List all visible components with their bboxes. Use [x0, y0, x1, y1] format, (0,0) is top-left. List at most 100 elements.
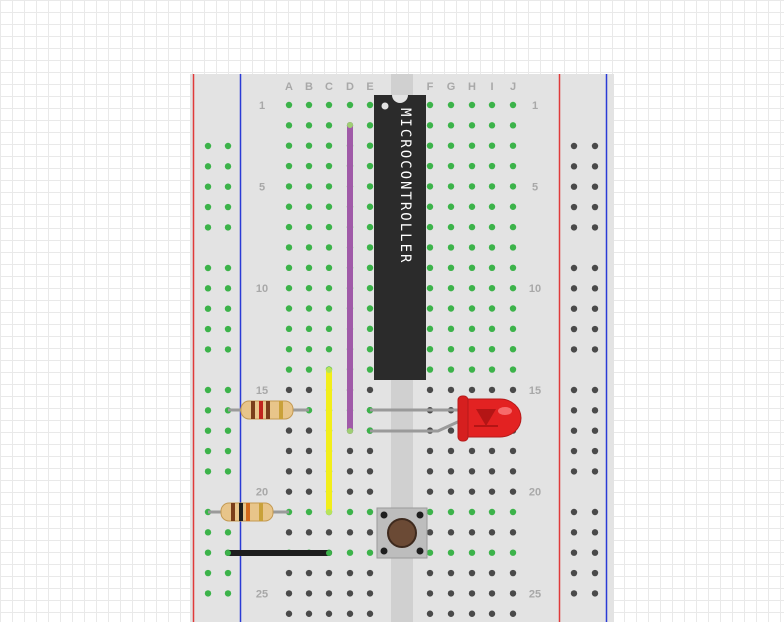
hole-left-7-0[interactable]	[285, 223, 293, 231]
resistor-2[interactable]	[208, 502, 289, 522]
rail-hole-0-4-3[interactable]	[591, 224, 599, 231]
hole-right-14-1[interactable]	[447, 366, 455, 373]
rail-hole-2-4-1[interactable]	[224, 468, 232, 475]
rail-hole-2-3-0[interactable]	[204, 447, 212, 455]
hole-right-17-1[interactable]	[447, 427, 455, 434]
hole-right-2-1[interactable]	[447, 122, 455, 129]
hole-left-17-1[interactable]	[305, 427, 313, 434]
hole-left-11-2[interactable]	[325, 305, 333, 312]
hole-left-6-4[interactable]	[366, 203, 374, 210]
hole-left-10-2[interactable]	[325, 284, 333, 292]
hole-left-21-1[interactable]	[305, 508, 313, 516]
hole-right-7-4[interactable]	[509, 223, 517, 231]
hole-right-20-2[interactable]	[468, 488, 476, 495]
hole-right-23-4[interactable]	[509, 549, 517, 556]
hole-right-24-2[interactable]	[468, 569, 476, 577]
hole-right-19-0[interactable]	[426, 468, 434, 475]
hole-right-2-0[interactable]	[426, 122, 434, 129]
hole-left-2-2[interactable]	[325, 122, 333, 129]
hole-left-26-3[interactable]	[346, 610, 354, 617]
hole-left-14-4[interactable]	[366, 366, 374, 373]
hole-left-15-4[interactable]	[366, 386, 374, 394]
hole-right-1-3[interactable]	[488, 101, 496, 109]
rail-hole-0-0-0[interactable]	[204, 142, 212, 150]
rail-hole-1-2-3[interactable]	[591, 305, 599, 312]
rail-hole-0-1-1[interactable]	[224, 163, 232, 170]
hole-left-18-0[interactable]	[285, 447, 293, 455]
hole-left-7-2[interactable]	[325, 223, 333, 231]
hole-right-18-2[interactable]	[468, 447, 476, 455]
rail-hole-1-2-0[interactable]	[204, 305, 212, 312]
rail-hole-0-3-2[interactable]	[570, 203, 578, 211]
hole-right-10-4[interactable]	[509, 284, 517, 292]
hole-right-4-3[interactable]	[488, 162, 496, 170]
hole-left-6-1[interactable]	[305, 203, 313, 210]
hole-left-9-2[interactable]	[325, 264, 333, 271]
hole-right-14-2[interactable]	[468, 366, 476, 373]
hole-right-23-1[interactable]	[447, 549, 455, 556]
hole-left-8-0[interactable]	[285, 244, 293, 251]
hole-right-13-2[interactable]	[468, 346, 476, 353]
hole-left-21-4[interactable]	[366, 508, 374, 516]
hole-right-18-4[interactable]	[509, 447, 517, 455]
rail-hole-0-4-0[interactable]	[204, 224, 212, 231]
hole-left-20-1[interactable]	[305, 488, 313, 495]
hole-right-15-4[interactable]	[509, 386, 517, 394]
rail-hole-3-1-3[interactable]	[591, 529, 599, 536]
hole-left-11-4[interactable]	[366, 305, 374, 312]
rail-hole-0-3-0[interactable]	[204, 203, 212, 211]
rail-hole-1-4-0[interactable]	[204, 346, 212, 353]
hole-right-10-1[interactable]	[447, 284, 455, 292]
push-button-cap[interactable]	[387, 518, 417, 548]
rail-hole-1-0-2[interactable]	[570, 264, 578, 272]
rail-hole-0-4-2[interactable]	[570, 224, 578, 231]
hole-right-24-1[interactable]	[447, 569, 455, 577]
hole-right-6-2[interactable]	[468, 203, 476, 210]
hole-right-21-3[interactable]	[488, 508, 496, 516]
hole-left-1-1[interactable]	[305, 101, 313, 109]
hole-right-13-4[interactable]	[509, 346, 517, 353]
hole-right-25-0[interactable]	[426, 590, 434, 597]
hole-right-22-0[interactable]	[426, 529, 434, 536]
hole-right-1-4[interactable]	[509, 101, 517, 109]
rail-hole-0-2-0[interactable]	[204, 183, 212, 190]
hole-right-10-0[interactable]	[426, 284, 434, 292]
rail-hole-2-2-0[interactable]	[204, 427, 212, 434]
hole-left-10-0[interactable]	[285, 284, 293, 292]
hole-right-9-3[interactable]	[488, 264, 496, 271]
rail-hole-1-2-1[interactable]	[224, 305, 232, 312]
hole-left-11-0[interactable]	[285, 305, 293, 312]
rail-hole-3-2-2[interactable]	[570, 549, 578, 556]
resistor-1[interactable]	[228, 400, 309, 420]
hole-left-5-2[interactable]	[325, 183, 333, 190]
hole-right-6-4[interactable]	[509, 203, 517, 210]
hole-left-5-0[interactable]	[285, 183, 293, 190]
hole-left-23-3[interactable]	[346, 549, 354, 556]
hole-left-22-3[interactable]	[346, 529, 354, 536]
rail-hole-2-0-1[interactable]	[224, 386, 232, 394]
hole-right-9-0[interactable]	[426, 264, 434, 271]
hole-right-13-3[interactable]	[488, 346, 496, 353]
hole-right-24-0[interactable]	[426, 569, 434, 577]
hole-left-13-4[interactable]	[366, 346, 374, 353]
hole-left-25-4[interactable]	[366, 590, 374, 597]
hole-left-12-0[interactable]	[285, 325, 293, 333]
red-led[interactable]	[370, 395, 522, 442]
rail-hole-1-3-3[interactable]	[591, 325, 599, 333]
hole-left-22-0[interactable]	[285, 529, 293, 536]
hole-right-5-2[interactable]	[468, 183, 476, 190]
rail-hole-0-2-2[interactable]	[570, 183, 578, 190]
hole-left-24-0[interactable]	[285, 569, 293, 577]
hole-right-7-0[interactable]	[426, 223, 434, 231]
rail-hole-2-3-3[interactable]	[591, 447, 599, 455]
hole-left-3-0[interactable]	[285, 142, 293, 149]
hole-right-22-1[interactable]	[447, 529, 455, 536]
rail-hole-3-3-1[interactable]	[224, 569, 232, 577]
hole-right-9-2[interactable]	[468, 264, 476, 271]
rail-hole-1-0-3[interactable]	[591, 264, 599, 272]
rail-hole-2-4-2[interactable]	[570, 468, 578, 475]
rail-hole-3-1-1[interactable]	[224, 529, 232, 536]
hole-right-5-0[interactable]	[426, 183, 434, 190]
hole-right-14-0[interactable]	[426, 366, 434, 373]
hole-right-26-4[interactable]	[509, 610, 517, 617]
